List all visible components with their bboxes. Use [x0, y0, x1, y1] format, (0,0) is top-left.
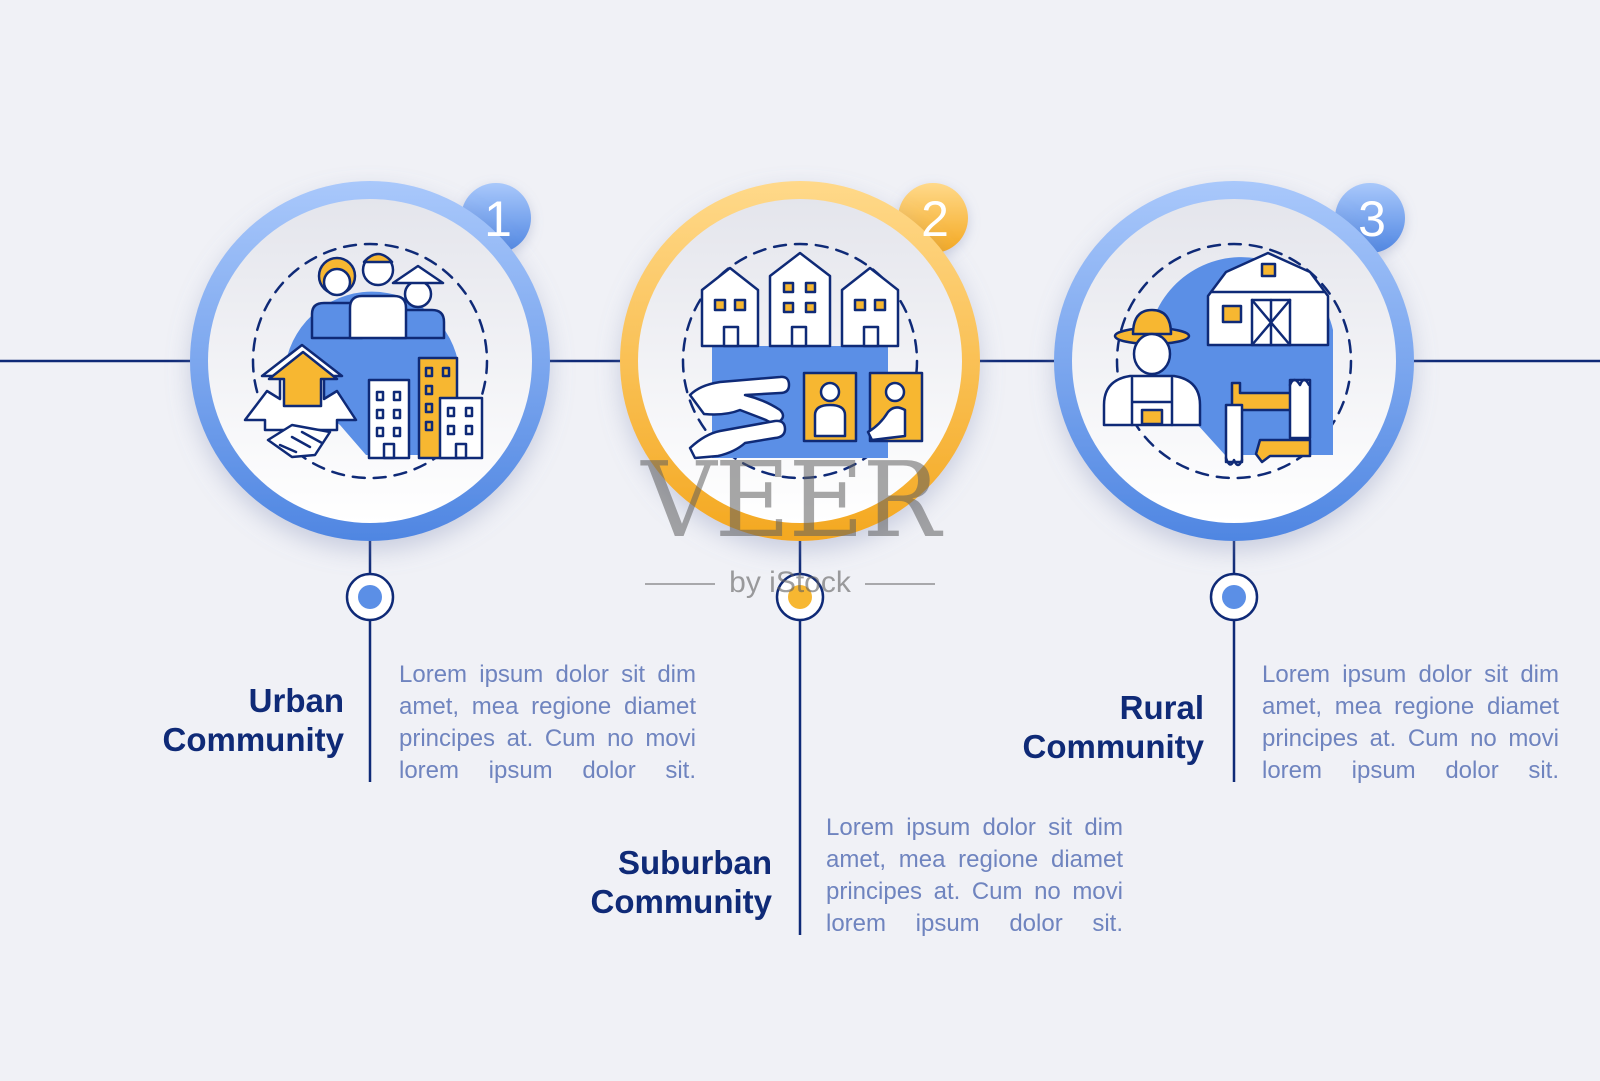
urban-community-icon — [243, 242, 489, 480]
step-number-2: 2 — [921, 191, 949, 247]
step-description-3: Lorem ipsum dolor sit dim amet, mea regi… — [1262, 661, 1559, 784]
watermark-logo: VEER — [641, 439, 940, 561]
node-1 — [345, 572, 395, 622]
step-number-3: 3 — [1358, 191, 1386, 247]
step-description-1: Lorem ipsum dolor sit dim amet, mea regi… — [399, 661, 696, 784]
node-3 — [1209, 572, 1259, 622]
rural-community-icon — [1102, 242, 1353, 480]
step-description-2: Lorem ipsum dolor sit dim amet, mea regi… — [826, 814, 1123, 937]
suburban-community-icon — [681, 242, 924, 480]
step-title-2: Suburban Community — [590, 844, 773, 920]
watermark-subtitle-text: by iStock — [729, 566, 851, 599]
node-2 — [775, 572, 825, 622]
step-number-1: 1 — [484, 191, 512, 247]
step-title-1: Urban Community — [162, 682, 345, 758]
step-title-3: Rural Community — [1022, 689, 1205, 765]
watermark-subtitle: by iStock — [620, 566, 960, 600]
